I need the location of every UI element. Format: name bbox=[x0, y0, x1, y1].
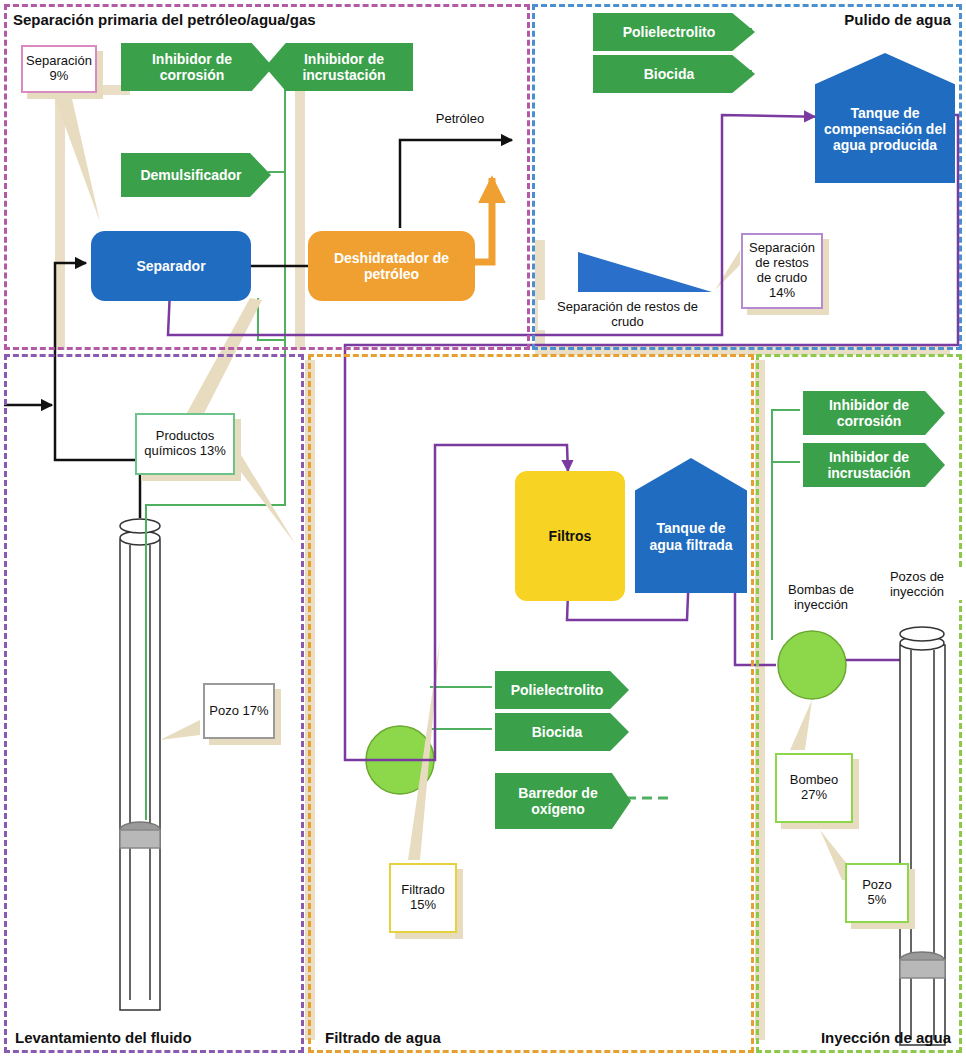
callout-text: Pozo 5% bbox=[851, 878, 903, 908]
process-region: Separación primaria del petróleo/agua/ga… bbox=[4, 4, 530, 350]
percentage-callout: Pozo 5% bbox=[845, 863, 909, 923]
tank-shape: Tanque de compensación del agua producid… bbox=[815, 53, 955, 183]
flow-label: Bombas de inyección bbox=[778, 583, 864, 613]
injection-pump bbox=[778, 631, 846, 699]
node-label: Biocida bbox=[644, 66, 695, 82]
node-label: Polielectrolito bbox=[511, 682, 604, 698]
region-title: Separación primaria del petróleo/agua/ga… bbox=[13, 11, 316, 28]
node-label: Polielectrolito bbox=[623, 24, 716, 40]
process-region: Pulido de aguaPolielectrolitoBiocidaTanq… bbox=[532, 4, 962, 350]
dehydrator-box: Deshidratador de petróleo bbox=[308, 231, 475, 301]
node-label: Deshidratador de petróleo bbox=[314, 250, 469, 282]
node-label: Separador bbox=[136, 258, 205, 274]
callout-text: Productos químicos 13% bbox=[141, 429, 229, 459]
oxygen-scavenger-line bbox=[626, 797, 668, 800]
callout-text: Separación 9% bbox=[26, 54, 92, 84]
flow-connector bbox=[168, 115, 815, 335]
chemical-arrow: Polielectrolito bbox=[495, 671, 629, 709]
skimmer-wedge bbox=[578, 252, 712, 292]
callout-text: Pozo 17% bbox=[209, 704, 268, 719]
chemical-arrow: Inhibidor de corrosión bbox=[121, 43, 273, 91]
chemical-arrow: Inhibidor de corrosión bbox=[803, 391, 945, 435]
node-label: Inhibidor de corrosión bbox=[809, 397, 929, 429]
node-label: Tanque de agua filtrada bbox=[641, 520, 741, 552]
flow-label: Petróleo bbox=[418, 112, 502, 127]
node-label: Demulsificador bbox=[140, 167, 241, 183]
callout-text: Filtrado 15% bbox=[395, 883, 451, 913]
process-region: Inyección de agua Inhibidor de corrosiónI… bbox=[756, 354, 962, 1053]
node-label: Inhibidor de incrustación bbox=[281, 51, 407, 83]
chemical-arrow: Demulsificador bbox=[121, 153, 271, 197]
flow-label: Pozos de inyección bbox=[872, 570, 962, 600]
node-label: Barredor de oxígeno bbox=[501, 785, 615, 817]
production-well bbox=[120, 519, 160, 1010]
node-label: Tanque de compensación del agua producid… bbox=[821, 105, 949, 153]
flow-label: Separación de restos de crudo bbox=[538, 300, 717, 330]
chemical-arrow: Inhibidor de incrustación bbox=[265, 43, 413, 91]
region-title: Filtrado de agua bbox=[325, 1029, 441, 1046]
process-region: Levantamiento del fluido Productos químic… bbox=[4, 354, 304, 1053]
node-label: Filtros bbox=[549, 528, 592, 544]
node-label: Biocida bbox=[532, 724, 583, 740]
injection-well bbox=[900, 627, 945, 1045]
chemical-arrow: Biocida bbox=[495, 713, 629, 751]
chemical-line bbox=[430, 687, 492, 729]
chemical-arrow: Biocida bbox=[593, 55, 755, 93]
region-title: Pulido de agua bbox=[844, 11, 951, 28]
flow-connector bbox=[251, 265, 308, 268]
callout-tail bbox=[52, 90, 860, 880]
chemical-arrow: Barredor de oxígeno bbox=[495, 773, 631, 829]
pipe-band bbox=[60, 90, 950, 1040]
node-label: Inhibidor de incrustación bbox=[809, 449, 929, 481]
percentage-callout: Productos químicos 13% bbox=[135, 413, 235, 475]
region-title: Levantamiento del fluido bbox=[15, 1029, 192, 1046]
percentage-callout: Filtrado 15% bbox=[389, 863, 457, 933]
percentage-callout: Bombeo 27% bbox=[775, 753, 853, 823]
separator-box: Separador bbox=[91, 231, 251, 301]
callout-text: Bombeo 27% bbox=[781, 773, 847, 803]
region-title: Inyección de agua bbox=[821, 1029, 951, 1046]
chemical-arrow: Inhibidor de incrustación bbox=[803, 443, 945, 487]
chemical-arrow: Polielectrolito bbox=[593, 13, 755, 51]
percentage-callout: Pozo 17% bbox=[203, 683, 275, 739]
fluid-inlet bbox=[4, 404, 52, 407]
node-label: Inhibidor de corrosión bbox=[127, 51, 257, 83]
flow-connector bbox=[345, 115, 958, 760]
percentage-callout: Separación 9% bbox=[21, 45, 97, 93]
callout-text: Separación de restos de crudo 14% bbox=[747, 241, 817, 301]
fluid-line bbox=[55, 263, 140, 518]
percentage-callout: Separación de restos de crudo 14% bbox=[741, 233, 823, 309]
tank-shape: Tanque de agua filtrada bbox=[635, 458, 747, 593]
process-region: Filtrado de agua Filtros Tanque de agua fi… bbox=[308, 354, 754, 1053]
filter-box: Filtros bbox=[515, 471, 625, 601]
